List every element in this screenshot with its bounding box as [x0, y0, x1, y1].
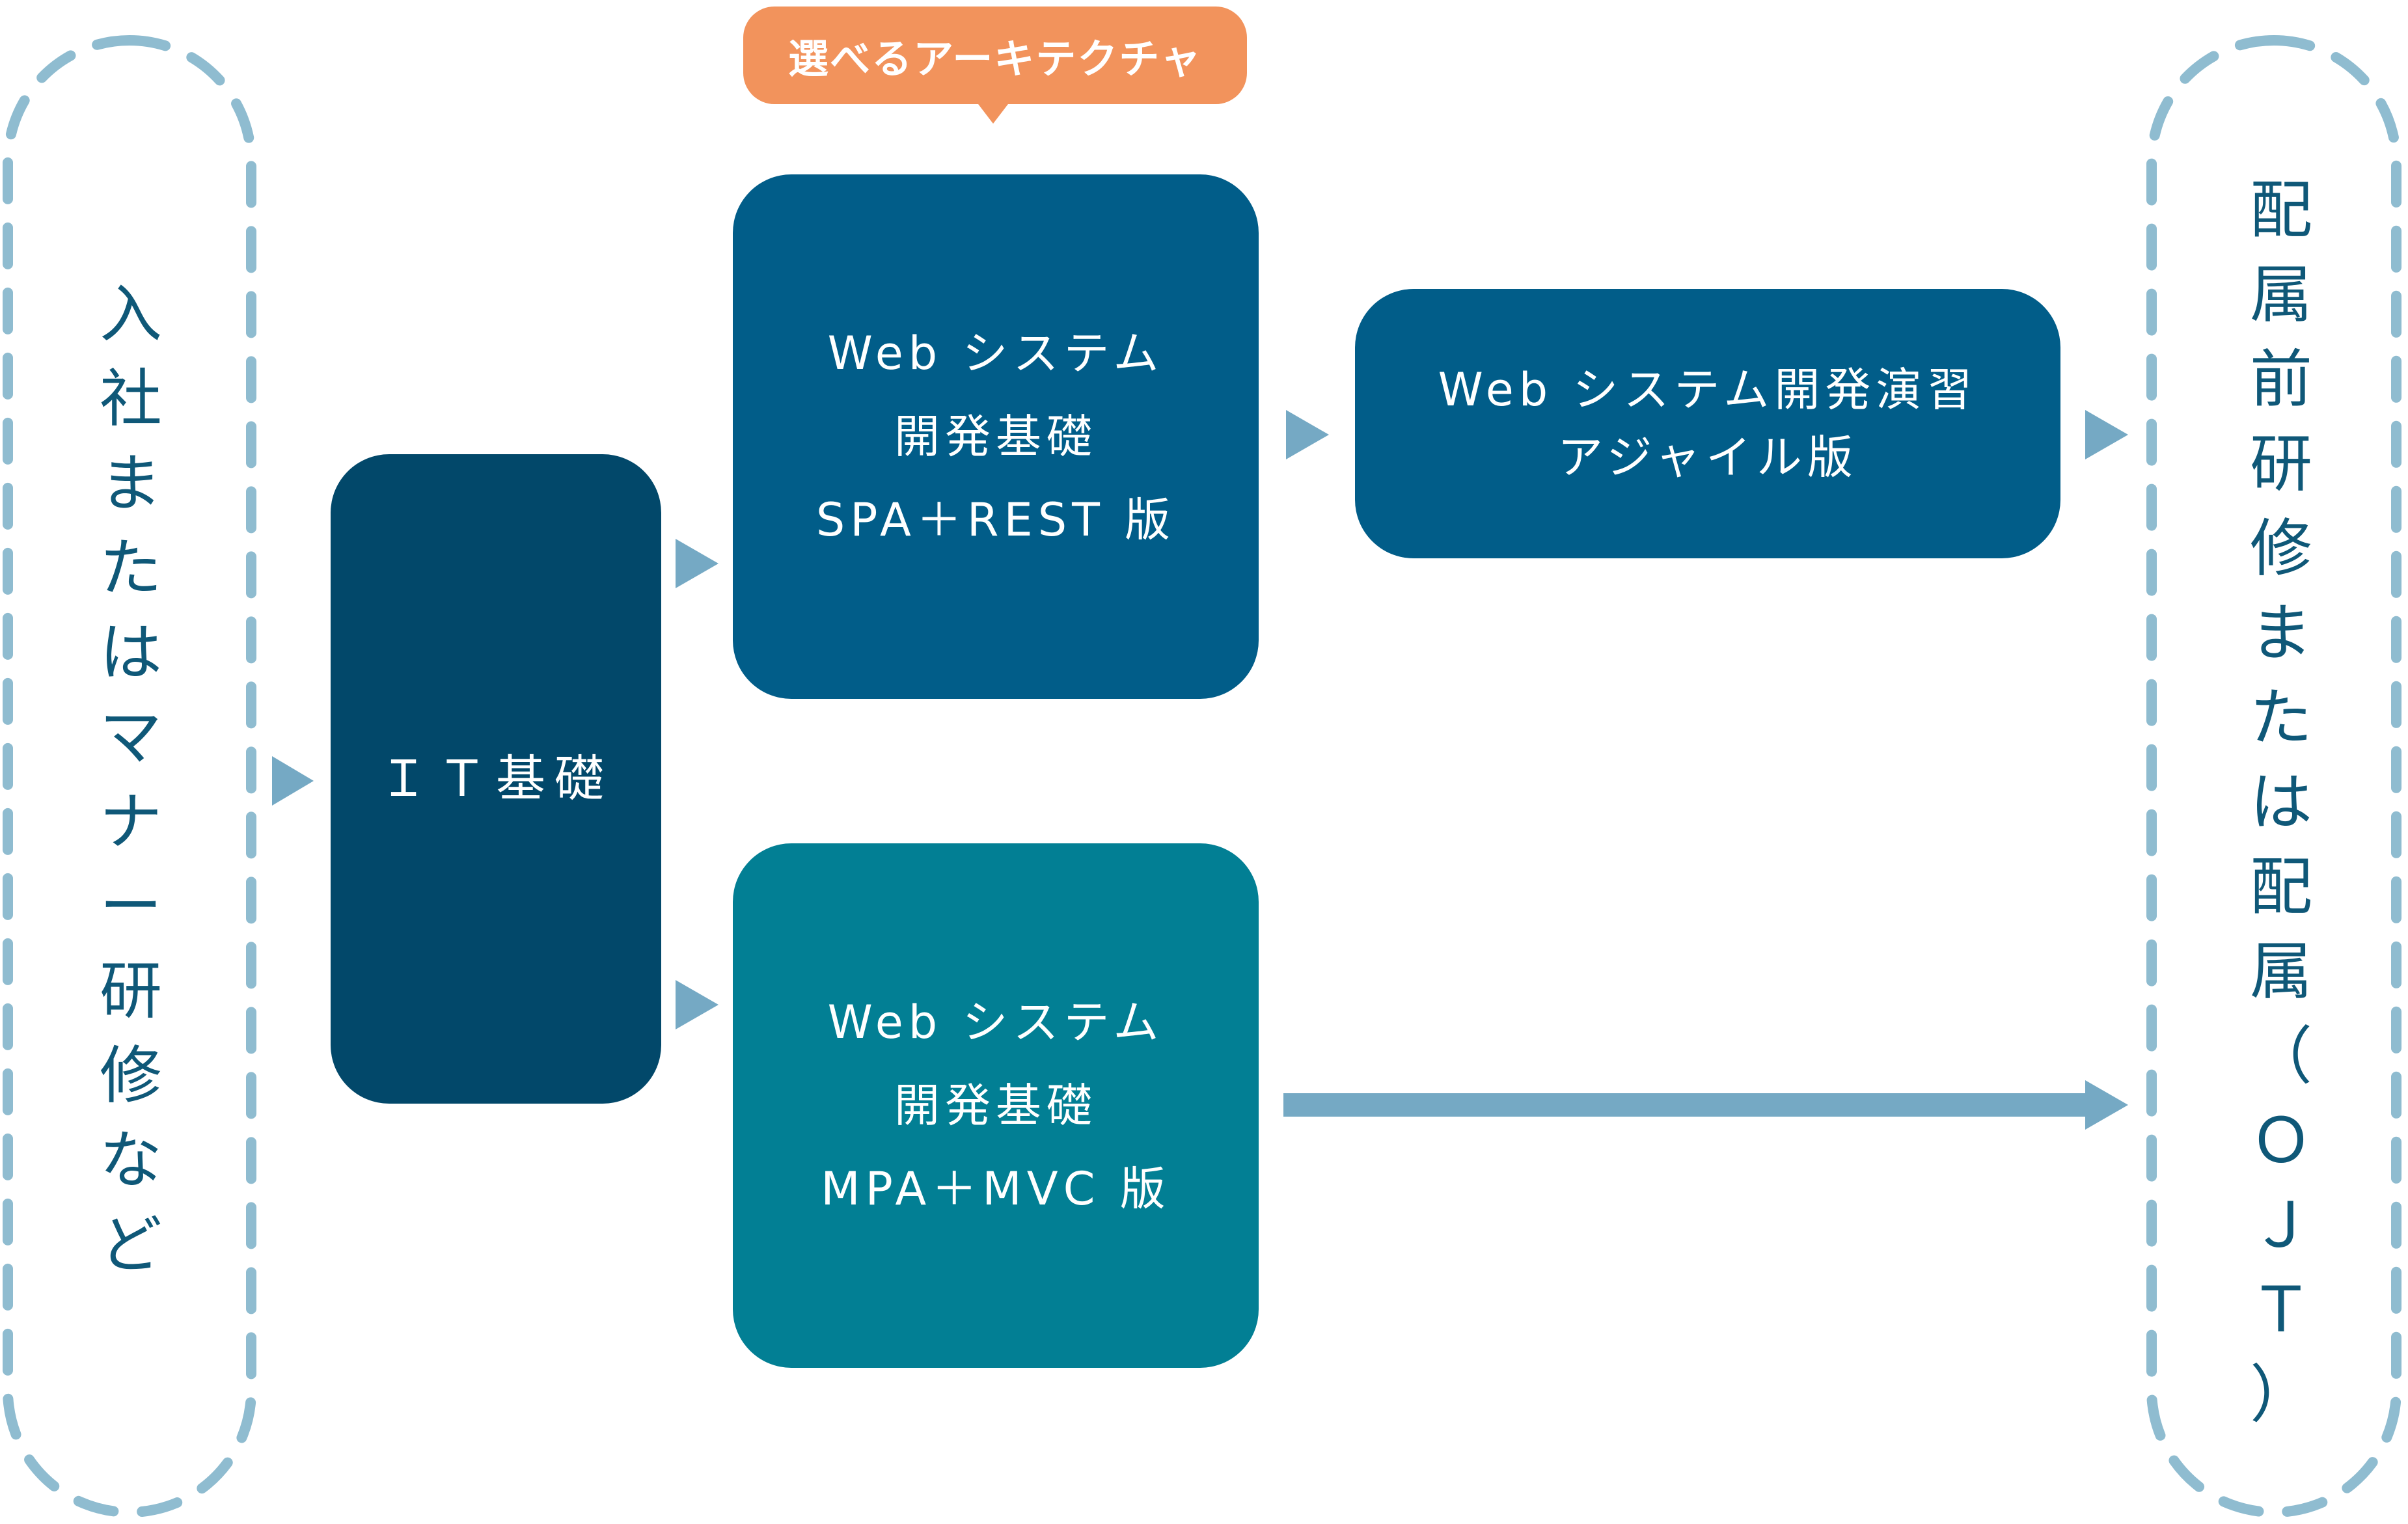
right-char: 配: [2250, 850, 2312, 923]
right-column-text: 配 属 前 研 修 ま た は 配 属 （ Ｏ Ｊ Ｔ ）: [2239, 168, 2323, 1437]
left-dashed-frame: [3, 35, 256, 1517]
left-char: ど: [100, 1208, 162, 1281]
mpa-line-1: Web システム: [827, 996, 1164, 1049]
mpa-course-box: Web システム 開発基礎 MPA＋MVC 版: [733, 843, 1259, 1368]
right-char: （: [2250, 1020, 2312, 1093]
it-basics-label: ＩＴ基礎: [379, 750, 613, 808]
right-char: Ｊ: [2250, 1189, 2312, 1262]
left-char: ー: [100, 870, 162, 943]
right-char: 属: [2250, 935, 2312, 1008]
right-char: ま: [2250, 597, 2312, 670]
left-char: ナ: [100, 785, 162, 858]
right-char: 研: [2250, 428, 2312, 500]
right-char: は: [2250, 766, 2312, 839]
agile-line-1: Web システム開発演習: [1438, 363, 1978, 416]
right-char: Ｔ: [2250, 1273, 2312, 1346]
right-dashed-frame: [2146, 35, 2401, 1517]
left-char: 入: [100, 278, 162, 351]
spa-line-2: 開発基礎: [894, 410, 1097, 463]
agile-course-box: Web システム開発演習 アジャイル版: [1355, 289, 2060, 558]
spa-line-3: SPA＋REST 版: [815, 493, 1176, 547]
right-char: 配: [2250, 174, 2312, 247]
left-column-text: 入 社 ま た は マ ナ ー 研 修 な ど: [89, 272, 173, 1287]
left-char: 社: [100, 362, 162, 435]
agile-line-2: アジャイル版: [1557, 431, 1858, 484]
mpa-line-3: MPA＋MVC 版: [821, 1162, 1171, 1216]
right-char: ）: [2250, 1358, 2312, 1431]
right-char: 属: [2250, 258, 2312, 331]
architecture-callout: 選べるアーキテクチャ: [743, 7, 1247, 104]
left-char: ま: [100, 447, 162, 520]
left-char: な: [100, 1124, 162, 1197]
it-basics-box: ＩＴ基礎: [331, 454, 661, 1104]
right-char: た: [2250, 681, 2312, 754]
mpa-line-2: 開発基礎: [894, 1079, 1097, 1132]
left-char: 研: [100, 955, 162, 1027]
left-char: マ: [100, 701, 162, 774]
left-char: は: [100, 616, 162, 689]
callout-label: 選べるアーキテクチャ: [788, 35, 1202, 83]
spa-course-box: Web システム 開発基礎 SPA＋REST 版: [733, 174, 1259, 699]
left-char: た: [100, 532, 162, 605]
callout-pointer: [976, 102, 1010, 124]
right-char: 前: [2250, 343, 2312, 416]
right-char: Ｏ: [2250, 1104, 2312, 1177]
right-char: 修: [2250, 512, 2312, 585]
left-char: 修: [100, 1039, 162, 1112]
spa-line-1: Web システム: [827, 327, 1164, 380]
